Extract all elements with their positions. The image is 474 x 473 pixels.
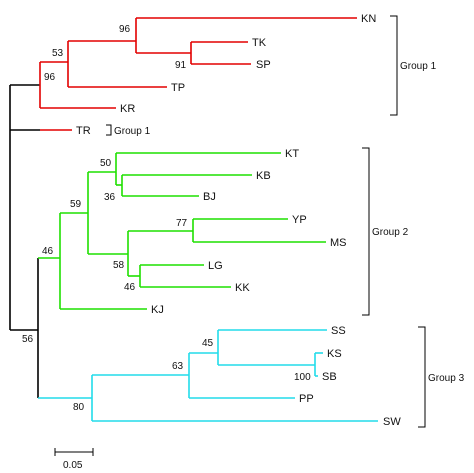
bootstrap-value: 59	[70, 199, 82, 210]
bootstrap-value: 56	[22, 334, 34, 345]
leaf-label-tk: TK	[252, 37, 267, 49]
leaf-label-bj: BJ	[203, 191, 216, 203]
group1-branches	[39, 17, 357, 131]
bootstrap-value: 63	[172, 361, 184, 372]
bootstrap-value: 58	[113, 260, 125, 271]
leaf-label-ss: SS	[331, 325, 346, 337]
leaf-label-ks: KS	[327, 348, 342, 360]
leaf-label-kk: KK	[235, 282, 250, 294]
bootstrap-value: 45	[202, 338, 214, 349]
leaf-label-kt: KT	[285, 148, 299, 160]
leaf-label-ms: MS	[330, 237, 347, 249]
leaf-label-kr: KR	[120, 103, 135, 115]
bootstrap-value: 100	[294, 372, 311, 383]
group3-bracket: Group 3	[418, 326, 465, 428]
bootstrap-value: 96	[119, 24, 131, 35]
leaf-label-sw: SW	[383, 416, 401, 428]
scale-bar-label: 0.05	[63, 460, 83, 471]
bootstrap-value: 80	[73, 402, 85, 413]
leaf-label-sb: SB	[322, 371, 337, 383]
group1-label: Group 1	[400, 61, 437, 72]
bootstrap-value: 46	[42, 246, 54, 257]
leaf-label-kn: KN	[361, 13, 376, 25]
group2-bracket: Group 2	[362, 147, 409, 316]
group3-branches	[38, 329, 378, 422]
bootstrap-value: 96	[44, 72, 56, 83]
root-branches	[9, 84, 40, 398]
leaf-label-kj: KJ	[151, 304, 164, 316]
bootstrap-value: 77	[176, 218, 188, 229]
group3-label: Group 3	[428, 373, 465, 384]
leaf-label-sp: SP	[256, 59, 271, 71]
group2-branches	[38, 152, 326, 310]
bootstrap-value: 53	[52, 48, 64, 59]
group1-bracket: Group 1	[390, 15, 437, 116]
group1-tr-label: Group 1	[114, 126, 151, 137]
leaf-label-kb: KB	[256, 170, 271, 182]
group1-tr-bracket: Group 1	[106, 124, 151, 137]
scale-bar: 0.05	[54, 448, 94, 471]
bootstrap-value: 46	[124, 282, 136, 293]
leaf-label-pp: PP	[299, 393, 314, 405]
leaf-label-tr: TR	[76, 125, 91, 137]
bootstrap-value: 50	[100, 158, 112, 169]
bootstrap-value: 91	[175, 60, 187, 71]
bootstrap-value: 36	[104, 192, 116, 203]
group2-label: Group 2	[372, 227, 409, 238]
leaf-label-yp: YP	[292, 214, 307, 226]
leaf-label-tp: TP	[171, 82, 185, 94]
leaf-label-lg: LG	[208, 260, 223, 272]
